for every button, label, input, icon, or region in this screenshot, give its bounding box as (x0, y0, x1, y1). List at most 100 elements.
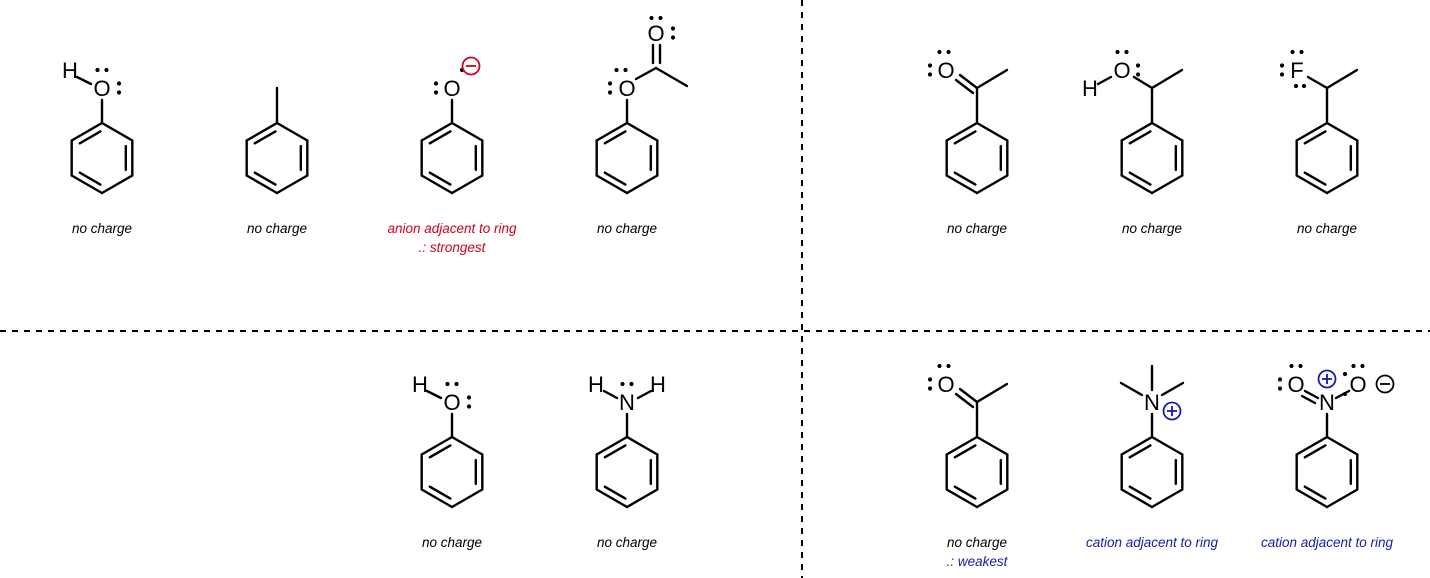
bond (1132, 75, 1154, 90)
caption-text: no charge (422, 535, 482, 550)
lone-pair-dot (95, 67, 100, 73)
bond (975, 382, 1009, 404)
ring-bond (625, 435, 659, 456)
bond (1150, 68, 1184, 90)
ring-bond (945, 435, 979, 456)
lone-pair-dot (658, 15, 663, 21)
molecule-toluene (245, 86, 309, 195)
bond (1300, 394, 1317, 405)
ring-bond (70, 121, 104, 142)
hydrogen-atom: H (62, 58, 78, 83)
lone-pair-dot (454, 381, 459, 387)
lone-pair-dot (1135, 72, 1141, 77)
lone-pair-dot (433, 81, 439, 86)
lone-pair-dot (1301, 83, 1307, 89)
ring-bond (100, 174, 134, 195)
ring-double-bond (603, 485, 627, 500)
negative-charge-icon (1375, 374, 1395, 394)
ring-bond (70, 174, 104, 195)
ring-bond (1325, 121, 1359, 142)
bond (75, 75, 93, 86)
bond (958, 387, 979, 404)
lone-pair-dot (937, 49, 942, 55)
lone-pair-dot (927, 63, 933, 68)
ring-bond (945, 174, 979, 195)
bond (636, 389, 653, 400)
ring-bond (595, 435, 629, 456)
lone-pair-dot (937, 363, 942, 369)
ring-double-bond (1128, 130, 1152, 145)
ring-bond (975, 121, 1009, 142)
lone-pair-dot (1342, 371, 1348, 377)
bond (1334, 389, 1351, 400)
carbonyl-oxygen-atom: O (647, 21, 664, 46)
ring-double-bond (603, 444, 627, 459)
ring-bond (625, 488, 659, 509)
ring-bond (450, 174, 484, 195)
caption-text: .: weakest (947, 554, 1009, 569)
lone-pair-dot (946, 49, 951, 55)
lone-pair-dot (1279, 63, 1285, 68)
ring-bond (450, 488, 484, 509)
lone-pair-dot (649, 15, 654, 21)
lone-pair-dot (1277, 377, 1283, 382)
bond (654, 66, 689, 88)
lone-pair-dot (1277, 386, 1283, 391)
lone-pair-dot (670, 26, 676, 31)
ring-bond (420, 435, 454, 456)
nitrogen-atom: N (1144, 390, 1160, 415)
molecule-phenyl-acetate: OO (595, 15, 689, 195)
caption-text: no charge (1122, 221, 1182, 236)
lone-pair-dot (1342, 391, 1348, 397)
ring-bond (975, 435, 1009, 456)
molecule-phenylethanol: OH (1082, 49, 1184, 195)
ring-double-bond (603, 130, 627, 145)
ring-double-bond (78, 171, 102, 186)
molecule-phenol: OH (412, 372, 484, 509)
ring-double-bond (1128, 171, 1152, 186)
ring-double-bond (1128, 444, 1152, 459)
lone-pair-dot (927, 377, 933, 382)
ring-bond (450, 121, 484, 142)
lone-pair-dot (1115, 49, 1120, 55)
bond (1306, 75, 1329, 90)
ring-bond (1150, 121, 1184, 142)
bond (1325, 68, 1359, 90)
ester-oxygen-atom: O (618, 76, 635, 101)
hydrogen-atom: H (412, 372, 428, 397)
ring-double-bond (428, 444, 452, 459)
ring-double-bond (1303, 485, 1327, 500)
hydrogen-atom: H (650, 372, 666, 397)
lone-pair-dot (614, 67, 619, 73)
ring-bond (420, 488, 454, 509)
ring-double-bond (428, 485, 452, 500)
ring-bond (595, 488, 629, 509)
oxygen-atom: O (937, 58, 954, 83)
ring-bond (625, 174, 659, 195)
ring-bond (625, 121, 659, 142)
caption-text: no charge (597, 221, 657, 236)
ring-bond (1325, 435, 1359, 456)
lone-pair-dot (1293, 83, 1299, 89)
ring-bond (245, 174, 279, 195)
lone-pair-dot (116, 90, 122, 95)
ring-double-bond (253, 130, 277, 145)
lone-pair-dot (1360, 363, 1365, 369)
oxygen-atom: O (93, 76, 110, 101)
oxygen-atom: O (443, 390, 460, 415)
ring-bond (945, 488, 979, 509)
ring-bond (1120, 435, 1154, 456)
ring-bond (595, 121, 629, 142)
oxygen-atom: O (1349, 372, 1366, 397)
lone-pair-dot (1135, 63, 1141, 68)
molecule-trimethylanilinium: N (1119, 364, 1185, 509)
ring-bond (1150, 174, 1184, 195)
ring-double-bond (428, 130, 452, 145)
lone-pair-dot (466, 395, 472, 400)
caption-text: no charge (947, 221, 1007, 236)
caption-text: no charge (597, 535, 657, 550)
